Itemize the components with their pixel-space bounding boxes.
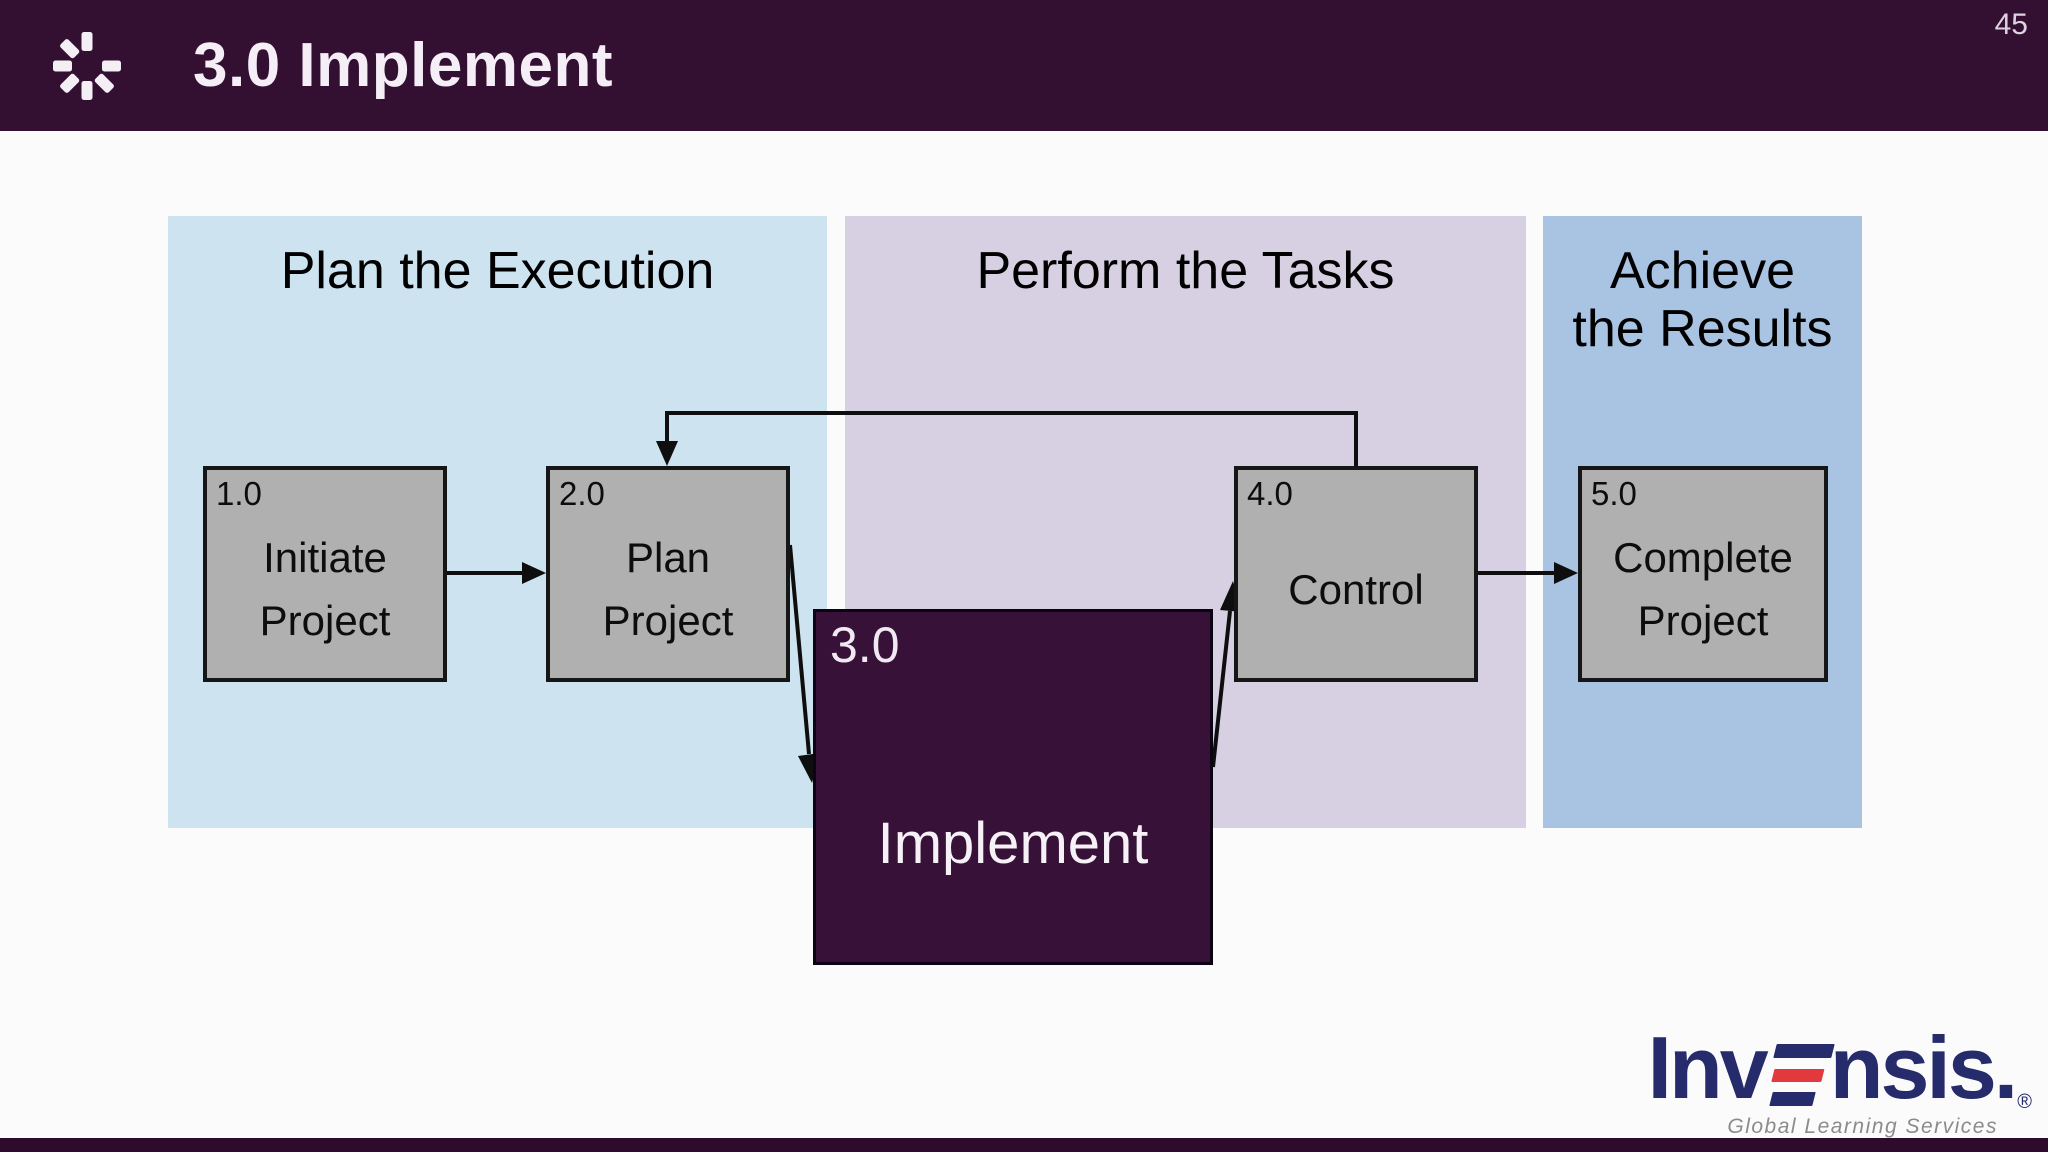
- header-bar: 3.0 Implement 45: [0, 0, 2048, 131]
- invensis-logo: Inv nsis . ® Global Learning Services: [1630, 1018, 2032, 1139]
- stylized-e-icon: [1760, 1044, 1835, 1106]
- box-number: 5.0: [1591, 475, 1637, 512]
- box-label: Plan Project: [602, 534, 734, 644]
- page-number: 45: [1994, 8, 2028, 41]
- box-number: 4.0: [1247, 475, 1293, 512]
- panel-title: Plan the Execution: [280, 242, 715, 300]
- invensis-wordmark: Inv nsis . ®: [1630, 1018, 2032, 1117]
- box-number: 1.0: [216, 475, 262, 512]
- panel-title: Achieve the Results: [1572, 242, 1833, 359]
- wordmark-part2: nsis: [1829, 1018, 1997, 1117]
- footer-bar: [0, 1138, 2048, 1152]
- wordmark-part1: Inv: [1647, 1018, 1769, 1117]
- slide-title: 3.0 Implement: [193, 31, 613, 100]
- process-box-control: 4.0 Control: [1234, 466, 1478, 682]
- process-box-complete-project: 5.0 Complete Project: [1578, 466, 1828, 682]
- box-label: Initiate Project: [259, 534, 391, 644]
- spinner-icon: [53, 32, 121, 100]
- box-number: 3.0: [830, 617, 900, 673]
- box-label: Implement: [877, 811, 1149, 876]
- box-label: Complete Project: [1613, 534, 1793, 644]
- box-number: 2.0: [559, 475, 605, 512]
- panel-title: Perform the Tasks: [976, 242, 1395, 300]
- wordmark-period: .: [1993, 1018, 2019, 1117]
- registered-mark: ®: [2017, 1091, 2032, 1113]
- process-box-plan-project: 2.0 Plan Project: [546, 466, 790, 682]
- process-box-implement-highlight: 3.0 Implement: [813, 609, 1213, 965]
- logo-tagline: Global Learning Services: [1727, 1115, 1998, 1138]
- box-label: Control: [1288, 565, 1424, 613]
- process-box-initiate-project: 1.0 Initiate Project: [203, 466, 447, 682]
